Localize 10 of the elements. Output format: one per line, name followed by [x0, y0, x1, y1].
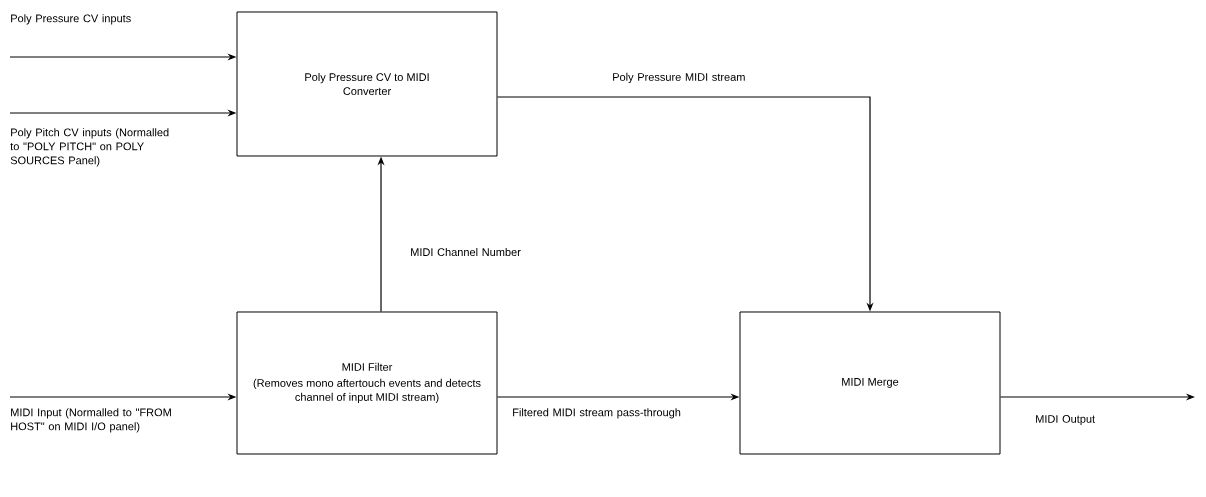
process-box: Poly Pressure CV to MIDI Converter — [236, 11, 498, 157]
edge-label: MIDI Channel Number — [411, 247, 521, 257]
edge-label: MIDI Output — [1036, 415, 1096, 425]
edge-label: Poly Pressure MIDI stream — [613, 72, 745, 84]
edge-label: Poly Pitch CV inputs (Normalled to "POLY PITCH" on POLY SOURCES Panel) — [10, 128, 169, 167]
process-box: MIDI Filter (Removes mono aftertouch events and detects channel of input MIDI stream) — [236, 311, 498, 455]
edge-label: Filtered MIDI stream pass-through — [513, 408, 681, 419]
edge-label: Poly Pressure CV inputs — [11, 14, 131, 25]
edge-label: MIDI Input (Normalled to "FROM HOST" on MIDI I/O panel) — [11, 408, 171, 433]
process-box: MIDI Merge — [739, 311, 1001, 455]
